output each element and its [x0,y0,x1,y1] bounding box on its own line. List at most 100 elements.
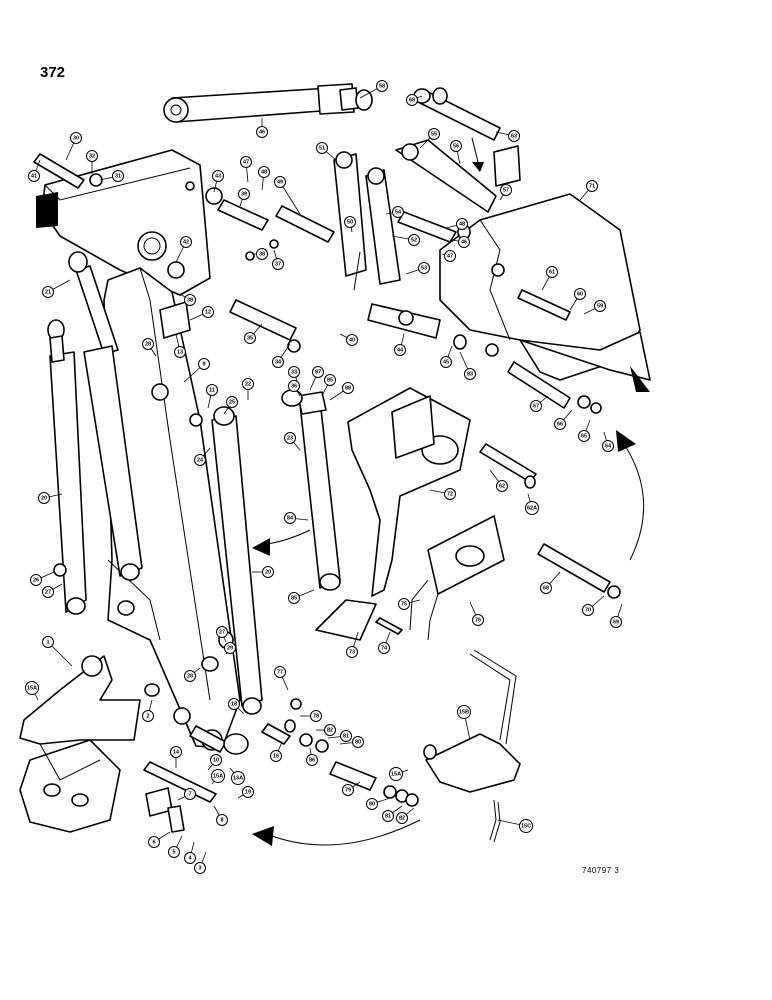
callout-circle [582,604,594,616]
callout-c-28b: 28 [184,670,196,682]
callout-circle [382,810,394,822]
callout-c-79: 79 [342,784,354,796]
callout-number: 15C [521,824,531,830]
callout-number: 28 [187,674,193,680]
callout-circle [398,598,410,610]
callout-number: 73 [349,650,355,656]
boom-pins [33,153,457,341]
callout-circle [70,132,82,144]
callout-number: 27 [45,590,51,596]
callout-number: 36 [291,384,297,390]
callout-circle [519,819,533,833]
callout-circle [184,294,196,306]
ripper-pins [375,443,611,635]
callout-circle [42,286,54,298]
callout-circle [168,846,180,858]
callout-c-15e: 15C [519,819,533,833]
callout-circle [272,356,284,368]
callout-number: 12 [205,310,211,316]
callout-c-31: 31 [112,170,124,182]
callout-c-36: 36 [288,380,300,392]
callout-number: 5 [172,850,175,856]
callout-circle [586,180,598,192]
callout-number: 60 [577,292,583,298]
callout-number: 87 [315,370,321,376]
callout-circle [342,382,354,394]
callout-c-68b: 68 [540,582,552,594]
callout-number: 57 [503,188,509,194]
callout-number: 63 [511,134,517,140]
callout-number: 7 [188,792,191,798]
callout-number: 83 [467,372,473,378]
callout-number: 21 [45,290,51,296]
callout-number: 33 [291,370,297,376]
callout-number: 86 [309,758,315,764]
callout-circle [288,592,300,604]
callout-c-28a: 28 [142,338,154,350]
callout-number: 35 [247,336,253,342]
callout-circle [444,488,456,500]
callout-c-87: 87 [312,366,324,378]
callout-number: 68 [543,586,549,592]
callout-number: 46 [461,240,467,246]
callout-c-47b: 47 [444,250,456,262]
callout-c-38a: 38 [256,248,268,260]
callout-number: 65 [581,434,587,440]
callout-circle [228,698,240,710]
callout-number: 28 [145,342,151,348]
callout-number: 62A [527,506,537,512]
callout-c-65: 65 [578,430,590,442]
callout-circle [194,454,206,466]
callout-c-23: 23 [284,432,296,444]
callout-circle [42,636,54,648]
callout-circle [30,574,42,586]
callout-c-40: 40 [346,334,358,346]
callout-circle [184,788,196,800]
callout-c-13: 13 [174,346,186,358]
callout-circle [578,430,590,442]
callout-circle [184,670,196,682]
callout-circle [376,80,388,92]
callout-number: 26 [33,578,39,584]
callout-number: 41 [31,174,37,180]
callout-circle [610,616,622,628]
callout-c-8: 8 [216,814,228,826]
callout-circle [496,480,508,492]
bucket-links [333,151,441,339]
callout-c-5: 5 [168,846,180,858]
callout-c-46a: 46 [256,126,268,138]
callout-number: 22 [245,382,251,388]
callout-number: 25 [229,400,235,406]
callout-number: 23 [287,436,293,442]
callout-circle [272,258,284,270]
callout-circle [256,248,268,260]
callout-circle [546,266,558,278]
callout-number: 69 [613,620,619,626]
callout-c-66: 66 [554,418,566,430]
callout-c-27a: 27 [42,586,54,598]
callout-circle [216,814,228,826]
callout-circle [238,188,250,200]
callout-c-12: 12 [202,306,214,318]
callout-number: 80 [355,740,361,746]
callout-number: 61 [549,270,555,276]
callout-number: 62 [499,484,505,490]
callout-c-52: 52 [408,234,420,246]
callout-number: 29 [227,646,233,652]
callout-c-42: 42 [180,236,192,248]
callout-number: 24 [197,458,204,464]
callout-circle [211,769,225,783]
callout-c-85a: 85 [324,374,336,386]
callout-c-83: 83 [464,368,476,380]
callout-number: 18 [231,702,237,708]
callout-number: 15B [459,710,469,716]
callout-c-80b: 80 [366,798,378,810]
callout-c-48b: 48 [456,218,468,230]
callout-circle [346,646,358,658]
callout-c-6: 6 [148,836,160,848]
callout-number: 59 [597,304,603,310]
callout-number: 48 [459,222,465,228]
callout-c-43: 43 [212,170,224,182]
callout-circle [202,306,214,318]
